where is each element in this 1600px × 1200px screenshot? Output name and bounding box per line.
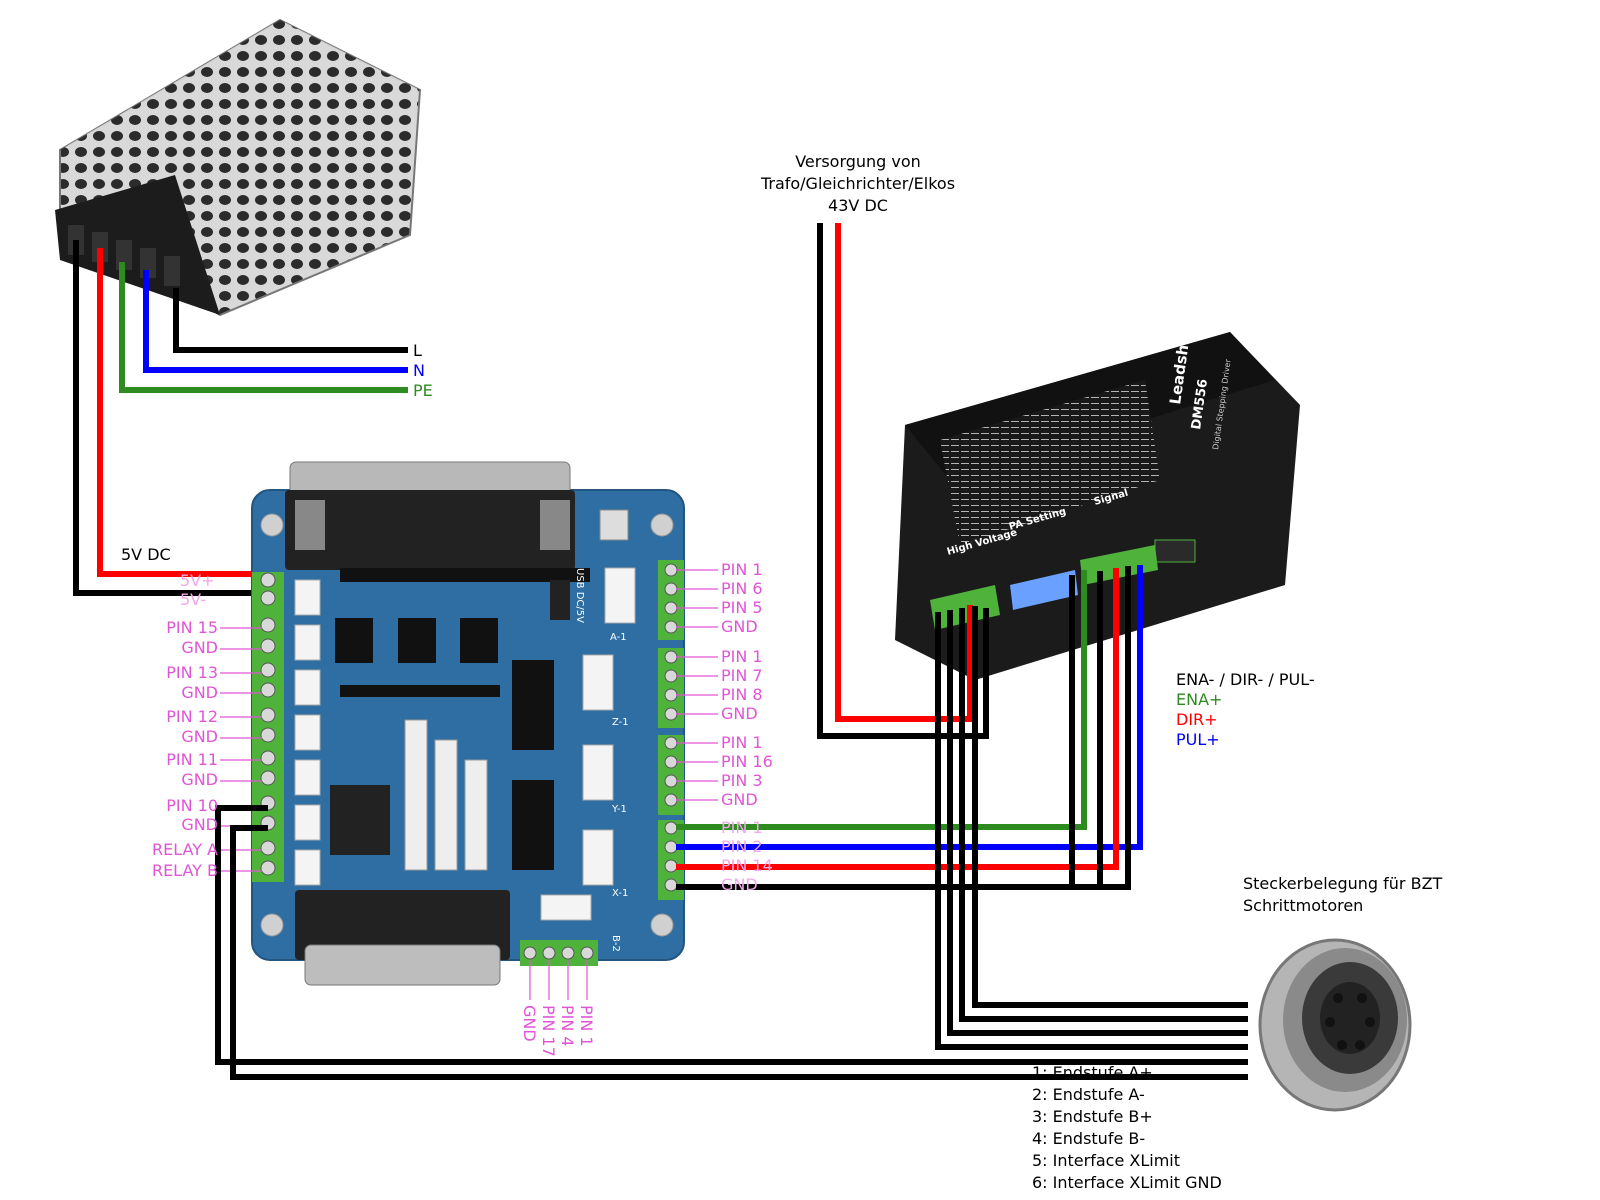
left-label: GND (181, 683, 218, 702)
code-x1: X-1 (612, 888, 628, 899)
connector-pin: 6: Interface XLimit GND (1032, 1173, 1222, 1192)
right-label-x: PIN 1 (721, 818, 763, 837)
right-label-a: GND (721, 617, 758, 636)
board-right-leaders (529, 569, 718, 1000)
wires (215, 223, 1248, 1080)
right-label-z: PIN 7 (721, 666, 763, 685)
psu-label-pe: PE (413, 381, 433, 400)
signal-pul-plus-label: PUL+ (1176, 730, 1220, 749)
psu-output-label: 5V DC (121, 545, 171, 564)
bzt-connector (1258, 938, 1412, 1112)
right-label-x: PIN 2 (721, 837, 763, 856)
driver-supply-label-2: Trafo/Gleichrichter/Elkos (760, 174, 955, 193)
right-label-a: PIN 6 (721, 579, 763, 598)
right-label-x: GND (721, 875, 758, 894)
bottom-label: GND (520, 1005, 539, 1042)
connector-pin-list: 1: Endstufe A+ 2: Endstufe A- 3: Endstuf… (1032, 1063, 1222, 1192)
code-z1: Z-1 (612, 717, 629, 728)
left-label: GND (181, 727, 218, 746)
right-label-y: PIN 3 (721, 771, 763, 790)
driver-supply-label-3: 43V DC (828, 196, 888, 215)
board-5v-plus-label: 5V+ (180, 571, 215, 590)
bottom-label: PIN 4 (558, 1005, 577, 1047)
right-label-y: GND (721, 790, 758, 809)
board-right-labels: PIN 1 PIN 6 PIN 5 GND PIN 1 PIN 7 PIN 8 … (721, 560, 773, 894)
code-a1: A-1 (610, 632, 627, 643)
psu-label-l: L (413, 341, 422, 360)
bottom-label: PIN 17 (539, 1005, 558, 1057)
left-label: PIN 13 (166, 663, 218, 682)
power-supply (55, 18, 422, 317)
right-label-z: PIN 1 (721, 647, 763, 666)
left-label: PIN 12 (166, 707, 218, 726)
code-b2: B-2 (610, 935, 621, 952)
driver-supply-label-1: Versorgung von (795, 152, 921, 171)
connector-pin: 4: Endstufe B- (1032, 1129, 1145, 1148)
left-label: RELAY B (152, 861, 218, 880)
code-y1: Y-1 (611, 804, 627, 815)
board-left-labels: PIN 15 GND PIN 13 GND PIN 12 GND PIN 11 … (152, 618, 218, 880)
board-5v-minus-label: 5V- (180, 590, 206, 609)
usb-label: USB DC/5V (574, 568, 585, 623)
bottom-label: PIN 1 (577, 1005, 596, 1047)
connector-title-2: Schrittmotoren (1243, 896, 1363, 915)
connector-pin: 3: Endstufe B+ (1032, 1107, 1153, 1126)
left-label: GND (181, 638, 218, 657)
right-label-y: PIN 16 (721, 752, 773, 771)
right-label-x: PIN 14 (721, 856, 773, 875)
board-left-screws (260, 572, 276, 876)
right-label-z: PIN 8 (721, 685, 763, 704)
board-bottom-labels: GND PIN 17 PIN 4 PIN 1 (520, 1005, 596, 1057)
power-supply-wires (73, 240, 408, 596)
stepper-driver: Leadshine DM556 Digital Stepping Driver … (895, 318, 1300, 680)
left-label: GND (181, 770, 218, 789)
right-label-y: PIN 1 (721, 733, 763, 752)
psu-label-n: N (413, 361, 425, 380)
signal-ena-plus-label: ENA+ (1176, 690, 1222, 709)
signal-dir-plus-label: DIR+ (1176, 710, 1218, 729)
left-label: PIN 11 (166, 750, 218, 769)
left-label: PIN 15 (166, 618, 218, 637)
driver-model: DM556 (1189, 378, 1211, 430)
left-label: RELAY A (152, 840, 218, 859)
right-label-a: PIN 5 (721, 598, 763, 617)
right-label-a: PIN 1 (721, 560, 763, 579)
board-right-screws (523, 563, 678, 960)
connector-pin: 1: Endstufe A+ (1032, 1063, 1153, 1082)
connector-title-1: Steckerbelegung für BZT (1243, 874, 1443, 893)
signal-common-label: ENA- / DIR- / PUL- (1176, 670, 1315, 689)
connector-pin: 5: Interface XLimit (1032, 1151, 1180, 1170)
right-label-z: GND (721, 704, 758, 723)
connector-pin: 2: Endstufe A- (1032, 1085, 1145, 1104)
left-label: PIN 10 (166, 796, 218, 815)
left-label: GND (181, 815, 218, 834)
